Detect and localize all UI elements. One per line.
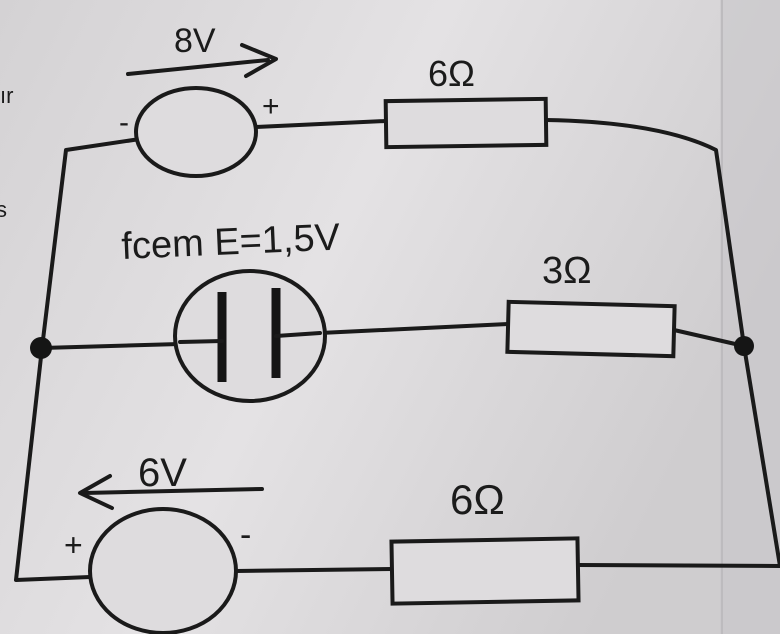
top-voltage-source: [126, 43, 278, 178]
page-edge-shadow: [720, 0, 780, 634]
fcem-lead-left: [178, 339, 224, 344]
bottom-voltage-source: [78, 474, 264, 634]
top-arrow-head: [240, 43, 278, 78]
top-arrow-shaft: [126, 58, 270, 76]
margin-text-middle: s: [0, 197, 7, 222]
top-source-plus: +: [262, 90, 280, 123]
left-junction-node: [30, 337, 52, 359]
top-source-circle: [134, 86, 258, 178]
middle-resistor: [505, 299, 677, 359]
top-resistor-label: 6Ω: [428, 53, 475, 94]
fcem-lead-right: [274, 331, 322, 338]
bottom-source-minus: -: [240, 516, 251, 554]
top-wire: [40, 118, 746, 350]
bottom-source-circle: [88, 507, 238, 634]
top-source-minus: -: [119, 106, 129, 139]
margin-text-top: ır: [0, 83, 13, 108]
bottom-resistor-label: 6Ω: [450, 476, 505, 523]
fcem-label: fcem E=1,5V: [121, 216, 342, 268]
middle-resistor-label: 3Ω: [542, 250, 592, 292]
fcem-element: [173, 269, 327, 403]
middle-wire: [40, 322, 746, 350]
bottom-source-plus: +: [64, 527, 83, 563]
fcem-circle: [173, 269, 327, 403]
bottom-source-voltage-label: 6V: [138, 451, 187, 495]
bottom-arrow-head: [78, 474, 114, 510]
right-junction-node: [734, 336, 754, 356]
top-resistor: [383, 96, 549, 150]
bottom-arrow-shaft: [82, 487, 264, 495]
bottom-wire: [14, 344, 780, 582]
bottom-resistor: [389, 536, 581, 606]
top-source-voltage-label: 8V: [174, 22, 216, 60]
